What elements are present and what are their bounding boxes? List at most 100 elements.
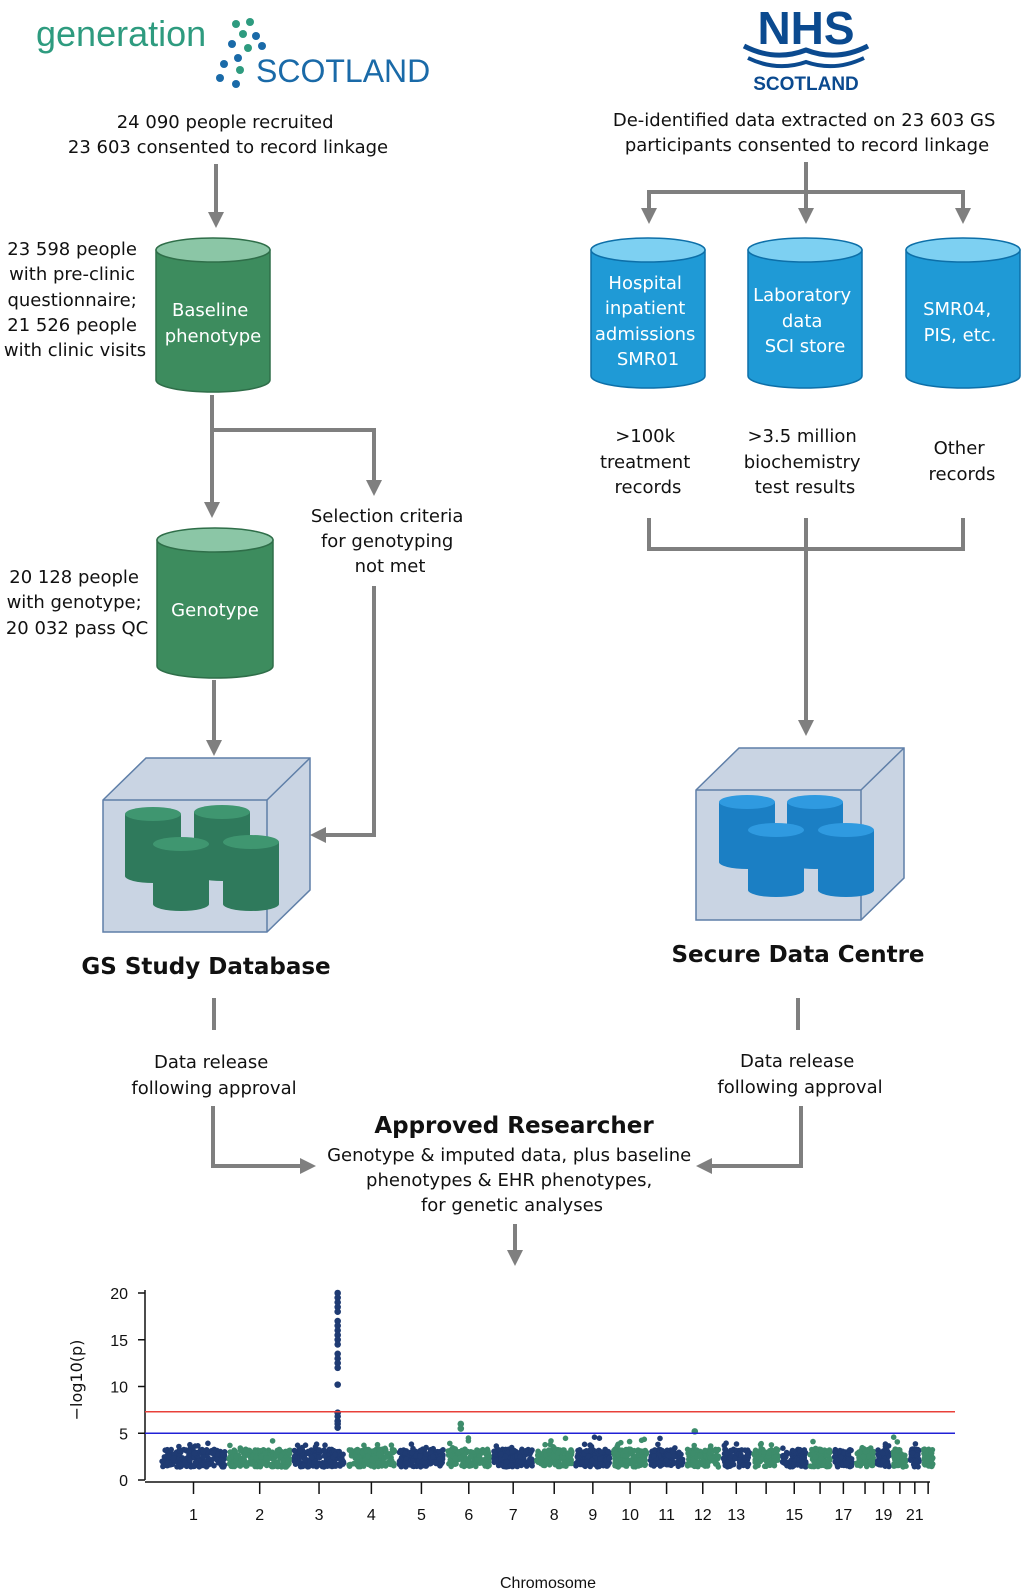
x-tick-label-10: 10 <box>621 1507 639 1524</box>
snp-point <box>801 1448 808 1454</box>
snp-point <box>361 1442 367 1449</box>
snp-point <box>587 1462 593 1468</box>
generation-scotland-logo: generation SCOTLAND <box>36 13 430 89</box>
snp-point <box>738 1447 745 1453</box>
snp-point <box>452 1455 459 1462</box>
snp-point <box>834 1457 841 1463</box>
snp-point <box>589 1457 595 1464</box>
biochemistry-note: >3.5 million biochemistry test results <box>744 426 867 498</box>
snp-point <box>302 1442 309 1448</box>
snp-point <box>402 1450 408 1456</box>
snp-point <box>815 1463 821 1470</box>
svg-text:SMR04, PIS, etc.: SMR04, PIS, etc. <box>923 299 997 346</box>
snp-point <box>550 1453 557 1460</box>
snp-point <box>481 1449 487 1456</box>
snp-point <box>597 1456 603 1462</box>
other-records-note: Other records <box>929 438 996 485</box>
snp-point <box>622 1463 629 1469</box>
approved-researcher-title: Approved Researcher <box>374 1113 654 1139</box>
snp-point <box>509 1448 516 1454</box>
snp-point <box>894 1439 901 1445</box>
snp-point <box>383 1449 389 1455</box>
snp-point <box>892 1452 898 1458</box>
snp-point <box>929 1456 935 1463</box>
snp-point <box>263 1462 270 1469</box>
snp-point <box>587 1442 593 1448</box>
snp-point <box>798 1458 805 1464</box>
snp-point <box>810 1438 816 1445</box>
snp-point <box>695 1463 701 1470</box>
snp-point <box>863 1463 870 1470</box>
snp-point <box>316 1447 323 1453</box>
snp-point <box>862 1448 868 1455</box>
approved-researcher-desc: Genotype & imputed data, plus baseline p… <box>327 1145 697 1216</box>
snp-point <box>200 1448 207 1455</box>
snp-point <box>192 1459 199 1466</box>
snp-point <box>909 1450 916 1456</box>
snp-point <box>626 1438 633 1445</box>
snp-point <box>879 1450 886 1456</box>
snp-point <box>517 1454 523 1460</box>
snp-point <box>611 1448 618 1455</box>
x-tick-label-8: 8 <box>550 1507 559 1524</box>
snp-point <box>417 1453 423 1460</box>
dna-helix-icon <box>216 18 266 88</box>
peak-point <box>334 1317 341 1325</box>
snp-point <box>463 1462 469 1469</box>
svg-text:Genotype: Genotype <box>171 600 259 621</box>
snp-point <box>365 1453 371 1460</box>
snp-point <box>508 1462 515 1468</box>
snp-point <box>465 1438 472 1444</box>
snp-point <box>300 1462 307 1469</box>
snp-point <box>818 1448 825 1455</box>
snp-point <box>890 1434 897 1440</box>
snp-point <box>493 1457 500 1464</box>
snp-point <box>305 1463 312 1470</box>
snp-point <box>446 1460 453 1467</box>
snp-point <box>321 1453 328 1459</box>
snp-point <box>867 1445 874 1451</box>
snp-point <box>818 1455 825 1462</box>
snp-point <box>598 1449 605 1455</box>
y-tick-label: 20 <box>110 1286 128 1303</box>
snp-point <box>540 1462 547 1469</box>
snp-point <box>285 1457 291 1464</box>
svg-text:Hospital inpatient: Hospital inpatient admissions SMR01 <box>595 273 701 370</box>
snp-point <box>618 1460 624 1467</box>
snp-point <box>622 1452 629 1459</box>
y-tick-label: 15 <box>110 1333 128 1350</box>
peak-point <box>334 1424 341 1431</box>
snp-point <box>167 1462 174 1468</box>
snp-point <box>605 1462 611 1468</box>
snp-point <box>790 1461 797 1467</box>
snp-point <box>676 1458 683 1464</box>
snp-point <box>565 1453 572 1459</box>
snp-point <box>283 1464 290 1470</box>
snp-point <box>391 1447 397 1453</box>
peak-point <box>334 1294 341 1301</box>
snp-point <box>253 1454 259 1461</box>
snp-point <box>802 1464 809 1470</box>
snp-point <box>825 1461 832 1467</box>
snp-point <box>894 1462 900 1469</box>
snp-point <box>371 1448 377 1454</box>
y-tick-label: 5 <box>119 1426 128 1443</box>
snp-point <box>832 1449 838 1456</box>
snp-point <box>657 1460 664 1466</box>
snp-point <box>274 1460 280 1467</box>
snp-point <box>159 1458 165 1465</box>
x-tick-label-17: 17 <box>834 1507 852 1524</box>
snp-point <box>707 1450 713 1457</box>
snp-point <box>350 1460 357 1467</box>
snp-point <box>514 1463 521 1470</box>
snp-point <box>707 1455 714 1461</box>
snp-point <box>555 1463 562 1470</box>
snp-point <box>340 1451 346 1458</box>
snp-point <box>665 1452 672 1459</box>
baseline-note: 23 598 people with pre-clinic questionna… <box>4 239 146 361</box>
snp-point <box>913 1458 919 1464</box>
database-cylinders-blue <box>719 795 874 897</box>
snp-point <box>332 1463 339 1469</box>
right-release-text: Data release following approval <box>717 1051 882 1098</box>
x-tick-label-15: 15 <box>785 1507 803 1524</box>
